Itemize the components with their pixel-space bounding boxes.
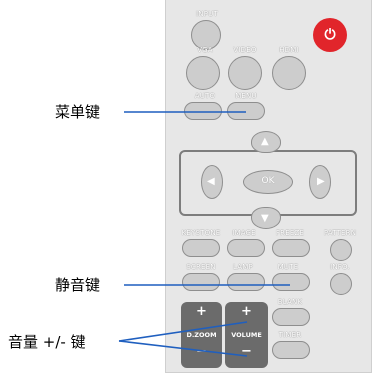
pattern-button[interactable] xyxy=(330,239,352,261)
volume-plus-icon[interactable]: + xyxy=(241,304,252,319)
image-label: IMAGE xyxy=(232,229,256,237)
right-arrow-icon: ▶ xyxy=(317,176,325,187)
menu-callout-text: 菜单键 xyxy=(55,103,101,121)
lamp-button[interactable] xyxy=(227,273,265,291)
freeze-button[interactable] xyxy=(272,239,310,257)
video-button[interactable] xyxy=(228,56,262,90)
vga-button[interactable] xyxy=(186,56,220,90)
down-button[interactable]: ▼ xyxy=(251,207,281,229)
input-button[interactable] xyxy=(191,20,221,50)
power-button[interactable]: ⏻ xyxy=(313,18,347,52)
mute-callout-text: 静音键 xyxy=(55,276,101,294)
keystone-button[interactable] xyxy=(182,239,220,257)
hdmi-button[interactable] xyxy=(272,56,306,90)
up-arrow-icon: ▲ xyxy=(261,136,269,147)
timer-label: TIMER xyxy=(278,331,302,339)
hdmi-label: HDMI xyxy=(279,46,299,54)
video-label: VIDEO xyxy=(233,46,257,54)
power-icon: ⏻ xyxy=(324,27,336,43)
dzoom-label: D.ZOOM xyxy=(186,331,217,339)
dzoom-key[interactable]: + D.ZOOM − xyxy=(181,302,222,368)
left-arrow-icon: ◀ xyxy=(207,176,215,187)
screen-button[interactable] xyxy=(182,273,220,291)
image-button[interactable] xyxy=(227,239,265,257)
auto-label: AUTO xyxy=(194,92,216,100)
right-button[interactable]: ▶ xyxy=(309,165,331,199)
down-arrow-icon: ▼ xyxy=(261,213,269,224)
blank-button[interactable] xyxy=(272,308,310,326)
auto-button[interactable] xyxy=(184,102,222,120)
pattern-label: PATTERN xyxy=(323,229,357,237)
volume-callout-text: 音量 +/- 键 xyxy=(8,333,86,351)
ok-button[interactable]: OK xyxy=(243,170,293,194)
volume-callout-line-upper xyxy=(118,321,248,342)
menu-button[interactable] xyxy=(227,102,265,120)
volume-key[interactable]: + VOLUME − xyxy=(225,302,268,368)
input-label: INPUT xyxy=(196,10,218,18)
menu-label: MENU xyxy=(235,92,257,100)
info-button[interactable] xyxy=(330,273,352,295)
ok-label: OK xyxy=(261,176,275,186)
volume-label: VOLUME xyxy=(231,331,262,339)
timer-button[interactable] xyxy=(272,341,310,359)
dzoom-minus-icon[interactable]: − xyxy=(196,344,207,359)
left-button[interactable]: ◀ xyxy=(201,165,223,199)
volume-callout-line-lower xyxy=(118,340,248,357)
screen-label: SCREEN xyxy=(186,263,216,271)
mute-label: MUTE xyxy=(277,263,299,271)
lamp-label: LAMP xyxy=(233,263,253,271)
dzoom-plus-icon[interactable]: + xyxy=(196,304,207,319)
keystone-label: KEYSTONE xyxy=(181,229,221,237)
freeze-label: FREEZE xyxy=(275,229,305,237)
info-label: INFO. xyxy=(330,263,350,271)
up-button[interactable]: ▲ xyxy=(251,131,281,153)
blank-label: BLANK xyxy=(277,298,303,306)
mute-button[interactable] xyxy=(272,273,310,291)
volume-minus-icon[interactable]: − xyxy=(241,344,252,359)
vga-label: VGA xyxy=(197,46,213,54)
